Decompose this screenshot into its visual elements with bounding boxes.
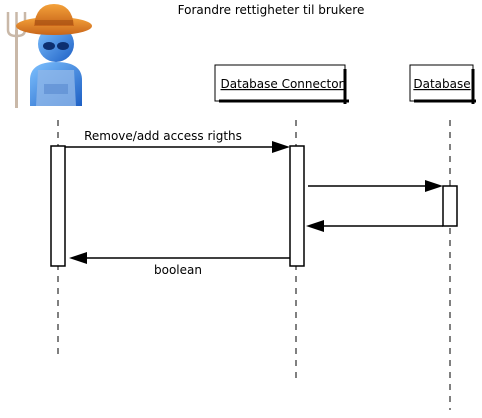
lifeline-label-database: Database [413,77,470,91]
activation-database [442,185,458,227]
message-remove-add: Remove/add access rigths [65,129,290,153]
message-label-remove-add: Remove/add access rigths [84,129,242,143]
activation-actor [50,145,66,267]
lifeline-header-connector: Database Connector [214,64,349,104]
message-boolean: boolean [69,252,290,277]
message-query [308,180,443,192]
message-result [306,220,443,232]
farmer-actor-icon [6,4,92,108]
diagram-title: Forandre rettigheter til brukere [178,3,365,17]
message-label-boolean: boolean [154,263,202,277]
lifeline-header-database: Database [409,64,476,104]
activation-connector [289,145,305,267]
lifeline-label-connector: Database Connector [221,77,344,91]
